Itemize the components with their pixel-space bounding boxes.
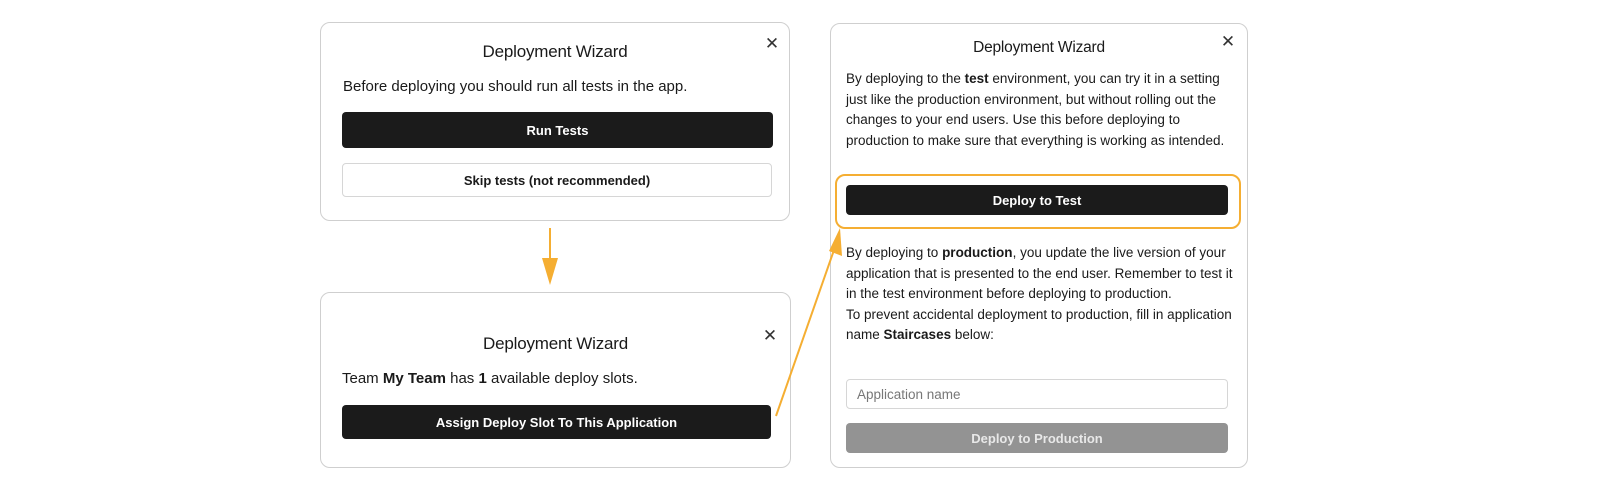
- deploy-to-production-button: Deploy to Production: [846, 423, 1228, 453]
- test-environment-description: By deploying to the test environment, yo…: [846, 71, 1225, 148]
- down-arrow-icon: [542, 228, 558, 285]
- deploy-to-test-button[interactable]: Deploy to Test: [846, 185, 1228, 215]
- assign-deploy-slot-button[interactable]: Assign Deploy Slot To This Application: [342, 405, 771, 439]
- dialog-title: Deployment Wizard: [482, 42, 628, 61]
- diagonal-arrow-icon: [775, 228, 842, 417]
- skip-tests-button[interactable]: Skip tests (not recommended): [342, 163, 772, 197]
- tests-message: Before deploying you should run all test…: [343, 78, 688, 95]
- deploy-target-dialog: ✕ Deployment Wizard By deploying to the …: [830, 23, 1248, 468]
- deploy-slots-message: Team My Team has 1 available deploy slot…: [342, 370, 638, 387]
- dialog-title: Deployment Wizard: [483, 334, 628, 353]
- team-name: My Team: [382, 370, 446, 387]
- run-tests-button[interactable]: Run Tests: [342, 112, 773, 148]
- test-env-word: test: [964, 71, 989, 86]
- application-name-input[interactable]: [846, 379, 1228, 409]
- slot-count: 1: [478, 370, 487, 387]
- app-name: Staircases: [883, 327, 952, 342]
- run-tests-dialog: ✕ Deployment Wizard Before deploying you…: [320, 22, 790, 221]
- close-icon[interactable]: ✕: [1220, 31, 1236, 51]
- deploy-slot-dialog: ✕ Deployment Wizard Team My Team has 1 a…: [320, 292, 791, 468]
- dialog-title: Deployment Wizard: [973, 39, 1105, 56]
- deploy-to-test-highlight: [835, 174, 1241, 229]
- close-icon[interactable]: ✕: [762, 325, 778, 345]
- production-env-word: production: [942, 245, 1013, 260]
- close-icon[interactable]: ✕: [764, 33, 780, 53]
- production-description: By deploying to production, you update t…: [846, 245, 1233, 342]
